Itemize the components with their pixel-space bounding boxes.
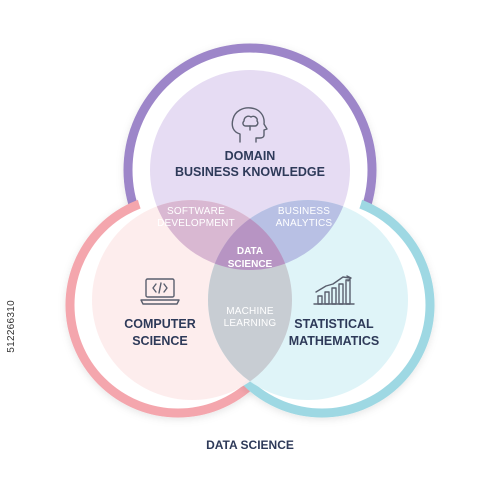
statistical-title-line1: STATISTICAL [294,317,374,331]
statistical-title-line2: MATHEMATICS [289,334,380,348]
software-label-line1: SOFTWARE [167,206,225,217]
domain-title-line1: DOMAIN [225,149,276,163]
center-overlap [208,200,292,270]
laptop-code-icon [140,278,180,305]
business-label-line2: ANALYTICS [276,218,333,229]
stock-id: 512266310 [6,300,17,353]
brain-head-icon [231,107,268,143]
overlaps [150,200,350,400]
business-label-line1: BUSINESS [278,206,330,217]
footer-title: DATA SCIENCE [206,438,294,452]
machine-label-line1: MACHINE [226,306,274,317]
center-label-line1: DATA [237,246,263,257]
bar-chart-growth-icon [313,275,355,305]
domain-title-line2: BUSINESS KNOWLEDGE [175,165,325,179]
software-label-line2: DEVELOPMENT [157,218,235,229]
computer-title-line2: SCIENCE [132,334,188,348]
computer-title-line1: COMPUTER [124,317,196,331]
center-label-line2: SCIENCE [228,259,273,270]
machine-label-line2: LEARNING [224,318,277,329]
